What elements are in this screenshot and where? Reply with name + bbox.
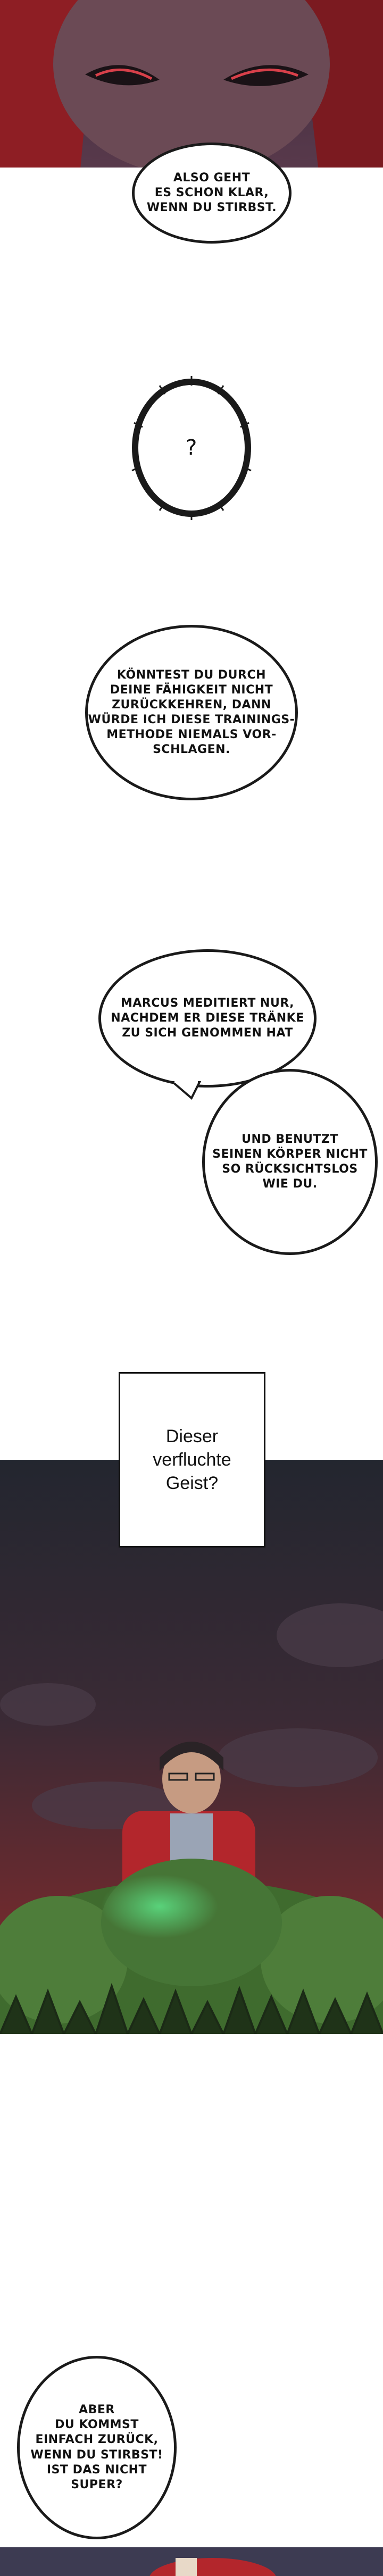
question-mark-text: ? <box>186 435 197 460</box>
speech-text-5: UND BENUTZT SEINEN KÖRPER NICHT SO RÜCKS… <box>212 1132 368 1191</box>
bubble-tail-4 <box>170 1080 202 1100</box>
spiky-bubble-shape <box>131 376 252 520</box>
bottom-art-strip <box>0 2547 383 2576</box>
speech-text-6: ABER DU KOMMST EINFACH ZURÜCK, WENN DU S… <box>30 2403 163 2491</box>
speech-text-3: KÖNNTEST DU DURCH DEINE FÄHIGKEIT NICHT … <box>88 668 295 757</box>
speech-text-1: ALSO GEHT ES SCHON KLAR, WENN DU STIRBST… <box>146 171 277 215</box>
speech-bubble-5: UND BENUTZT SEINEN KÖRPER NICHT SO RÜCKS… <box>202 1069 378 1255</box>
character-figure <box>122 1742 255 1922</box>
narration-caption-box: Dieser verfluchte Geist? <box>119 1372 265 1548</box>
speech-bubble-4: MARCUS MEDITIERT NUR, NACHDEM ER DIESE T… <box>98 949 317 1088</box>
bottom-art-panel <box>0 2547 383 2576</box>
speech-text-4: MARCUS MEDITIERT NUR, NACHDEM ER DIESE T… <box>111 996 304 1040</box>
speech-bubble-1: ALSO GEHT ES SCHON KLAR, WENN DU STIRBST… <box>132 143 292 244</box>
narration-caption-text: Dieser verfluchte Geist? <box>153 1426 231 1494</box>
spiky-thought-bubble: ? <box>128 375 255 521</box>
speech-bubble-6: ABER DU KOMMST EINFACH ZURÜCK, WENN DU S… <box>17 2356 177 2539</box>
speech-bubble-ability-return-visible: KÖNNTEST DU DURCH DEINE FÄHIGKEIT NICHT … <box>85 625 298 800</box>
